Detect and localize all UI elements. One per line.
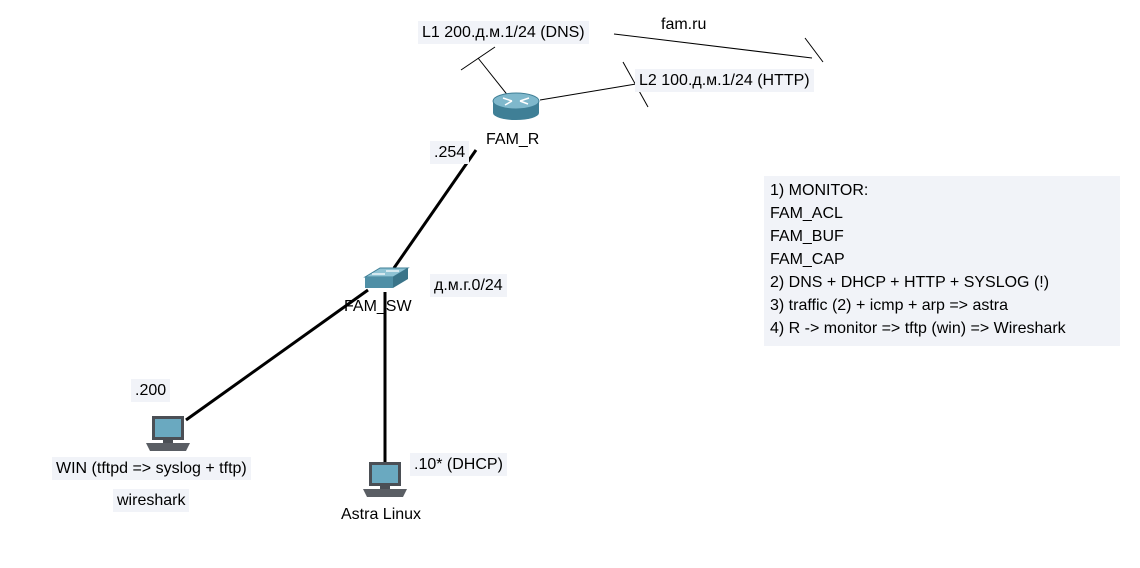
- switch-name: FAM_SW: [344, 298, 412, 315]
- link-cloud: [613, 33, 813, 59]
- link-l2-label: L2 100.д.м.1/24 (HTTP): [635, 69, 814, 92]
- router-name: FAM_R: [486, 131, 540, 148]
- task-line: FAM_CAP: [770, 251, 845, 268]
- router-ip: .254: [430, 141, 470, 164]
- link-l1-label: L1 200.д.м.1/24 (DNS): [418, 21, 589, 44]
- astra-pc-icon[interactable]: [363, 462, 407, 497]
- switch-icon[interactable]: [363, 267, 410, 288]
- astra-pc-ip: .10* (DHCP): [410, 453, 507, 476]
- task-line: FAM_BUF: [770, 228, 844, 245]
- link-cloud-tick: [804, 37, 824, 63]
- win-pc-note: wireshark: [113, 489, 190, 512]
- task-line: 4) R -> monitor => tftp (win) => Wiresha…: [770, 320, 1066, 337]
- router-icon[interactable]: [492, 92, 540, 120]
- task-line: 2) DNS + DHCP + HTTP + SYSLOG (!): [770, 274, 1050, 291]
- link-l2: [539, 83, 637, 101]
- win-pc-name: WIN (tftpd => syslog + tftp): [52, 457, 251, 480]
- win-pc-ip: .200: [131, 379, 171, 402]
- task-line: 3) traffic (2) + icmp + arp => astra: [770, 297, 1009, 314]
- link-switch-win: [185, 288, 369, 422]
- astra-pc-name: Astra Linux: [341, 506, 422, 523]
- task-line: FAM_ACL: [770, 205, 843, 222]
- switch-subnet: д.м.г.0/24: [430, 274, 507, 297]
- win-pc-icon[interactable]: [146, 416, 190, 451]
- task-line: 1) MONITOR:: [770, 182, 869, 199]
- task-list: 1) MONITOR: FAM_ACL FAM_BUF FAM_CAP 2) D…: [764, 176, 1120, 346]
- cloud-label: fam.ru: [661, 16, 707, 33]
- link-router-switch: [392, 149, 478, 269]
- link-l1-tick: [460, 46, 496, 71]
